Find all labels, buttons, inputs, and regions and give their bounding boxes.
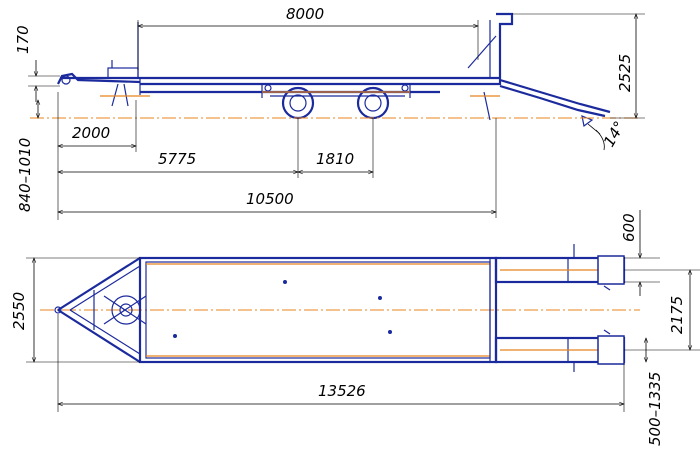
- side-rear-ramp: [467, 12, 611, 128]
- dim-ramp-track: 500–1335: [646, 372, 664, 446]
- side-hitch: [57, 60, 150, 107]
- top-dimensions: 2550 600 2175 13526 500–1335: [10, 210, 700, 446]
- dim-drawbar-length: 2000: [72, 124, 110, 142]
- dim-ramp-span: 2175: [668, 296, 686, 334]
- side-axles: [261, 84, 411, 120]
- top-drawbar: [54, 257, 147, 363]
- dim-deck-length: 8000: [286, 5, 324, 23]
- dim-drawbar-height: 170: [14, 25, 32, 54]
- dim-platform-length: 10500: [246, 190, 294, 208]
- dim-overall-length: 13526: [318, 382, 366, 400]
- side-view: 8000 170 2525 2000 840–1010 5775: [14, 5, 645, 220]
- dim-axle-spacing: 1810: [316, 150, 354, 168]
- dim-axle-center: 5775: [158, 150, 196, 168]
- dim-total-height: 2525: [616, 54, 634, 92]
- top-ramp-lower: [494, 329, 626, 372]
- dim-ramp-offset: 600: [620, 213, 638, 242]
- top-ramp-upper: [494, 244, 626, 291]
- top-view: 2550 600 2175 13526 500–1335: [10, 210, 700, 446]
- top-deck-points: [173, 280, 392, 338]
- dim-hitch-height: 840–1010: [16, 138, 34, 212]
- dim-total-width: 2550: [10, 292, 28, 330]
- side-dimensions: 8000 170 2525 2000 840–1010 5775: [14, 5, 645, 220]
